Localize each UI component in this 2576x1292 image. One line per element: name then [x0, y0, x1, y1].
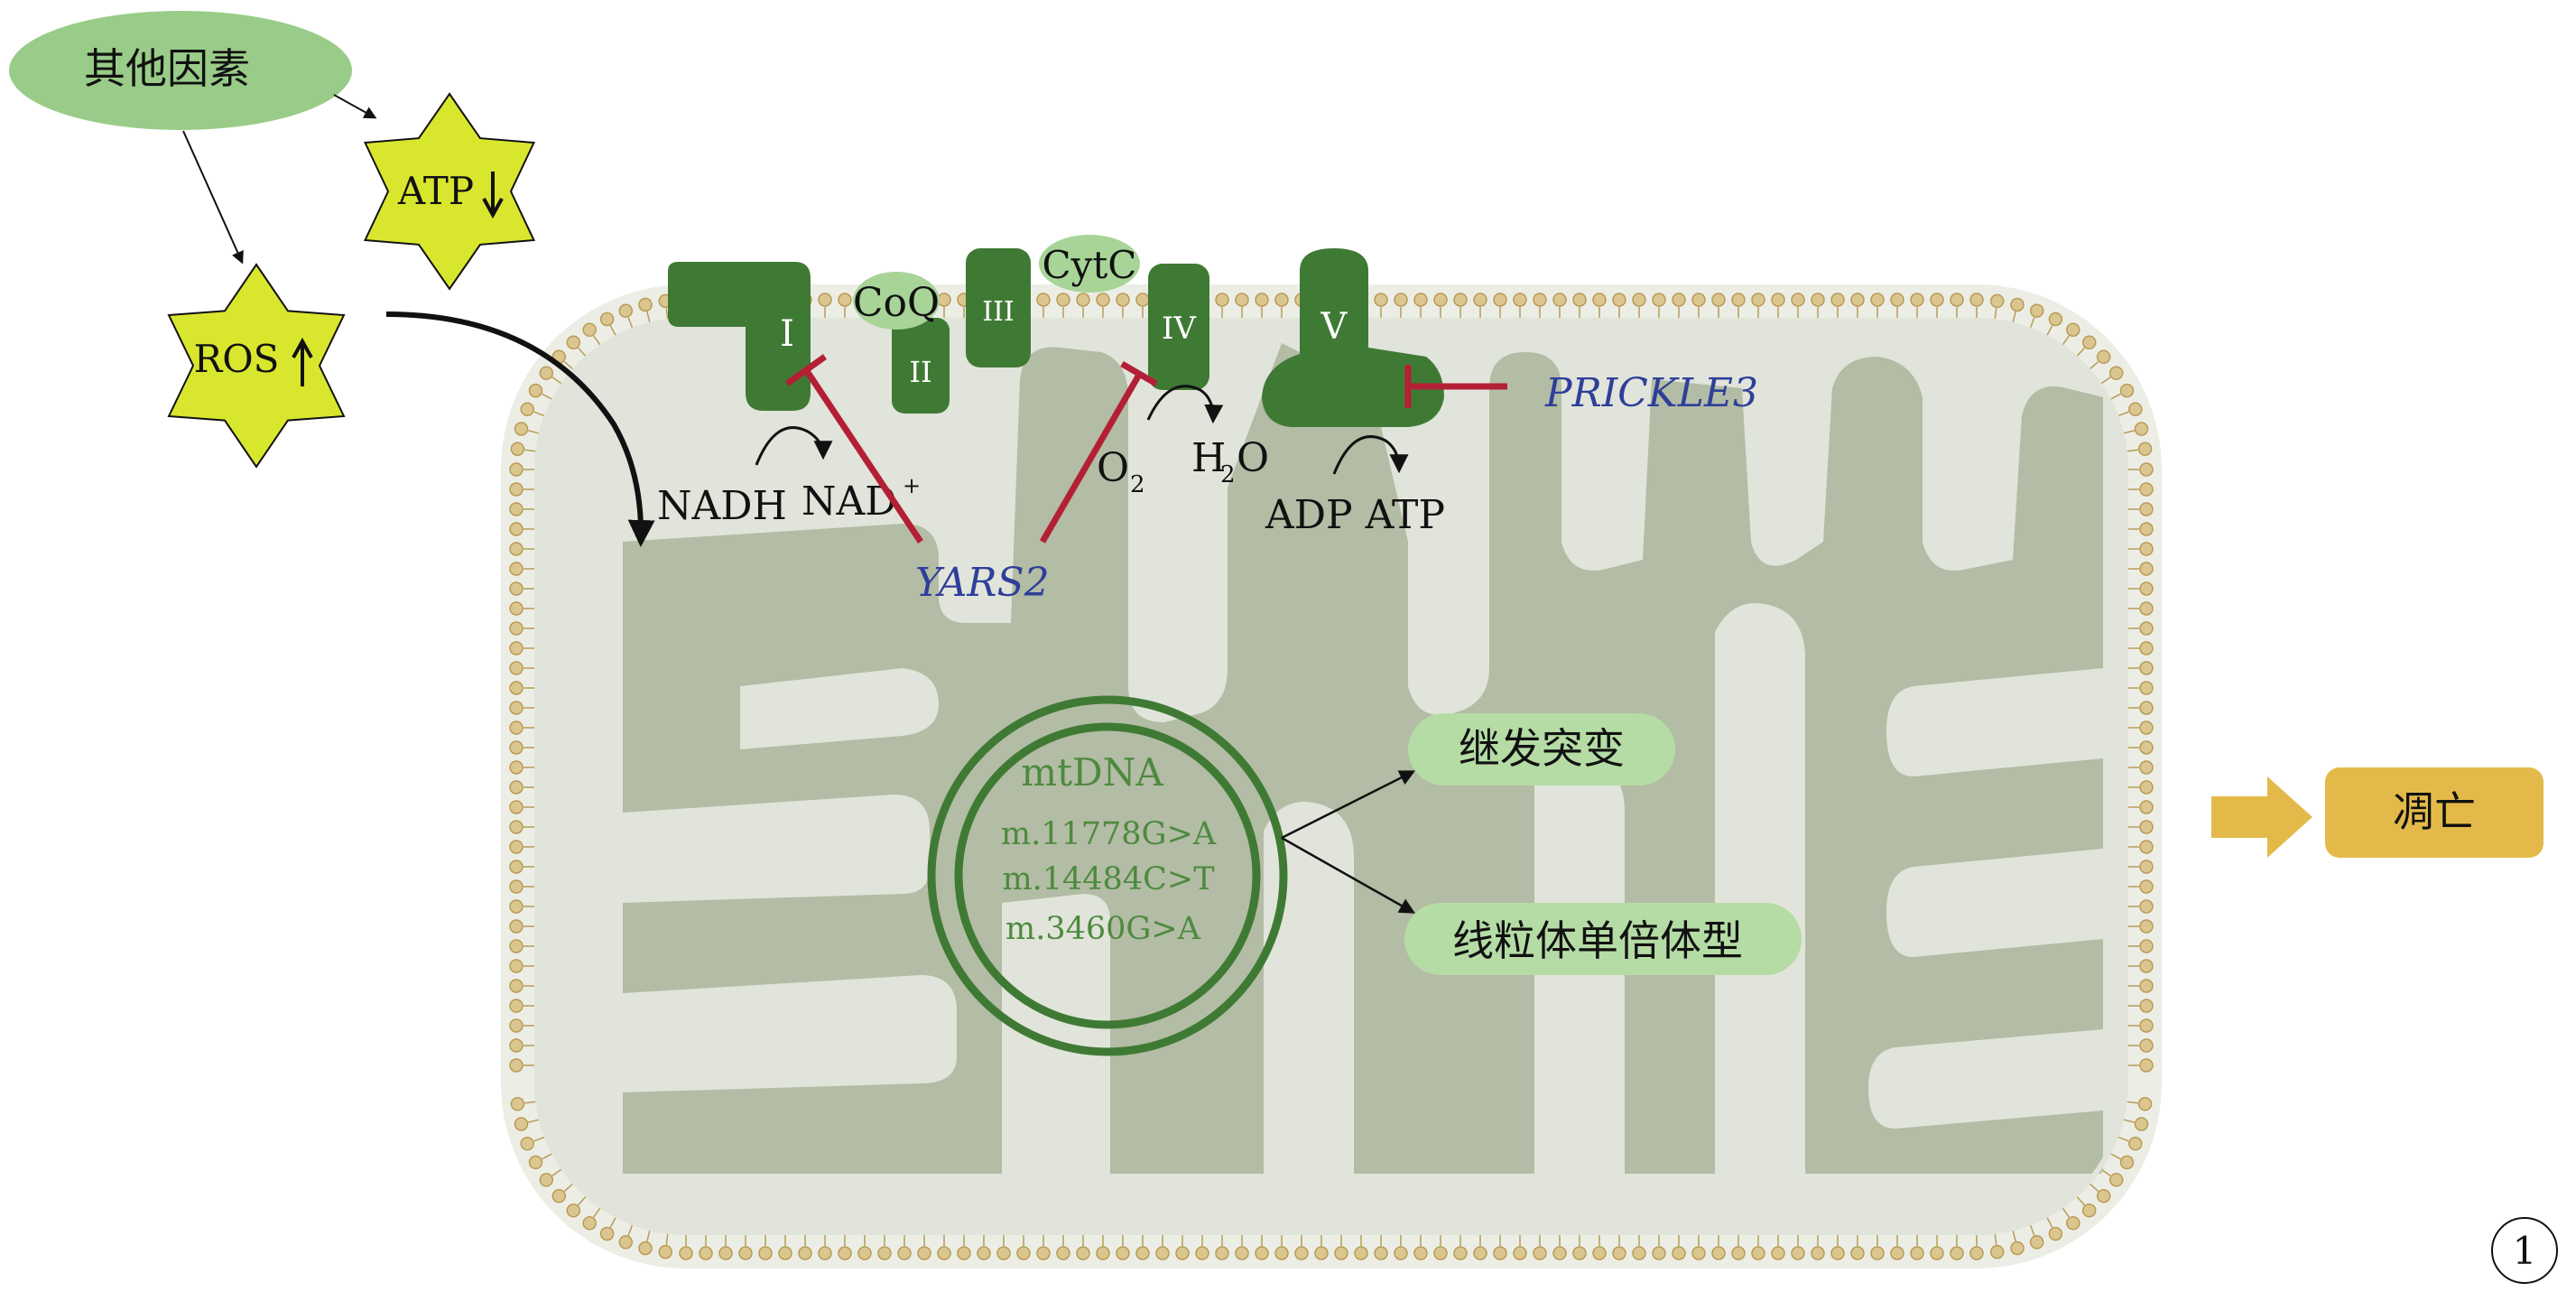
right-block-arrow-icon	[2211, 776, 2312, 858]
h2o-h: H	[1191, 435, 1226, 481]
prickle3-label: PRICKLE3	[1544, 370, 1758, 416]
secondary-mutation-box: 继发突变	[1408, 713, 1675, 785]
apoptosis-group: 凋亡	[2211, 767, 2544, 858]
mutation-2: m.14484C>T	[1002, 861, 1214, 897]
reaction-arrows	[755, 385, 1409, 475]
other-factors-node: 其他因素	[9, 11, 352, 130]
complex-3-label: III	[982, 296, 1015, 328]
t-bar-1	[784, 354, 828, 386]
complex-5: V	[1262, 248, 1444, 427]
star-atp-icon: ATP	[363, 92, 536, 291]
complex-4: IV	[1148, 264, 1209, 390]
panel-number-label: 1	[2513, 1229, 2537, 1273]
h2o-subscript: 2	[1220, 461, 1236, 488]
mutation-3: m.3460G>A	[1005, 911, 1201, 947]
mtdna-label: mtDNA	[1021, 750, 1163, 795]
o2-label: O	[1097, 445, 1129, 491]
down-arrow-icon	[482, 172, 504, 219]
complex-2: II	[892, 318, 950, 414]
mutation-1: m.11778G>A	[1001, 816, 1217, 852]
mtdna-circle: mtDNA m.11778G>A m.14484C>T m.3460G>A	[927, 695, 1288, 1056]
apoptosis-label: 凋亡	[2393, 787, 2476, 836]
complex-1-label: I	[780, 313, 794, 355]
inhibitions	[784, 354, 1507, 544]
haplogroup-box: 线粒体单倍体型	[1404, 903, 1802, 975]
nadh-label: NADH	[657, 483, 787, 529]
nad-superscript: +	[903, 473, 921, 498]
factor-arrows	[182, 94, 655, 547]
yars2-inhibits-complex4	[1039, 373, 1143, 544]
cytc-label: CytC	[1042, 243, 1137, 287]
h2o-o: O	[1237, 435, 1269, 481]
other-factors-label: 其他因素	[84, 44, 250, 93]
t-bar-4	[1120, 360, 1158, 387]
star-ros-icon: ROS	[167, 263, 346, 469]
mtdna-arrows	[1281, 770, 1416, 914]
secondary-mutation-label: 继发突变	[1459, 724, 1625, 773]
haplogroup-label: 线粒体单倍体型	[1452, 916, 1743, 965]
coq-node: CoQ	[853, 272, 940, 330]
o2-subscript: 2	[1130, 471, 1145, 498]
mitochondrion	[501, 284, 2162, 1269]
atp-down-label: ATP	[397, 169, 474, 213]
cytc-node: CytC	[1039, 235, 1140, 293]
yars2-label: YARS2	[915, 560, 1050, 606]
complex-4-label: IV	[1162, 311, 1197, 347]
panel-number: 1	[2491, 1217, 2558, 1284]
coq-label: CoQ	[853, 280, 940, 326]
complex-2-label: II	[909, 355, 931, 389]
complex-1: I	[668, 262, 811, 411]
yars2-inhibits-complex1	[802, 367, 923, 544]
ros-up-label: ROS	[194, 337, 280, 381]
complex-5-label: V	[1320, 306, 1348, 348]
up-arrow-icon	[292, 337, 313, 386]
adp-atp-label: ADP ATP	[1265, 492, 1445, 538]
complex-3: III	[966, 248, 1031, 367]
